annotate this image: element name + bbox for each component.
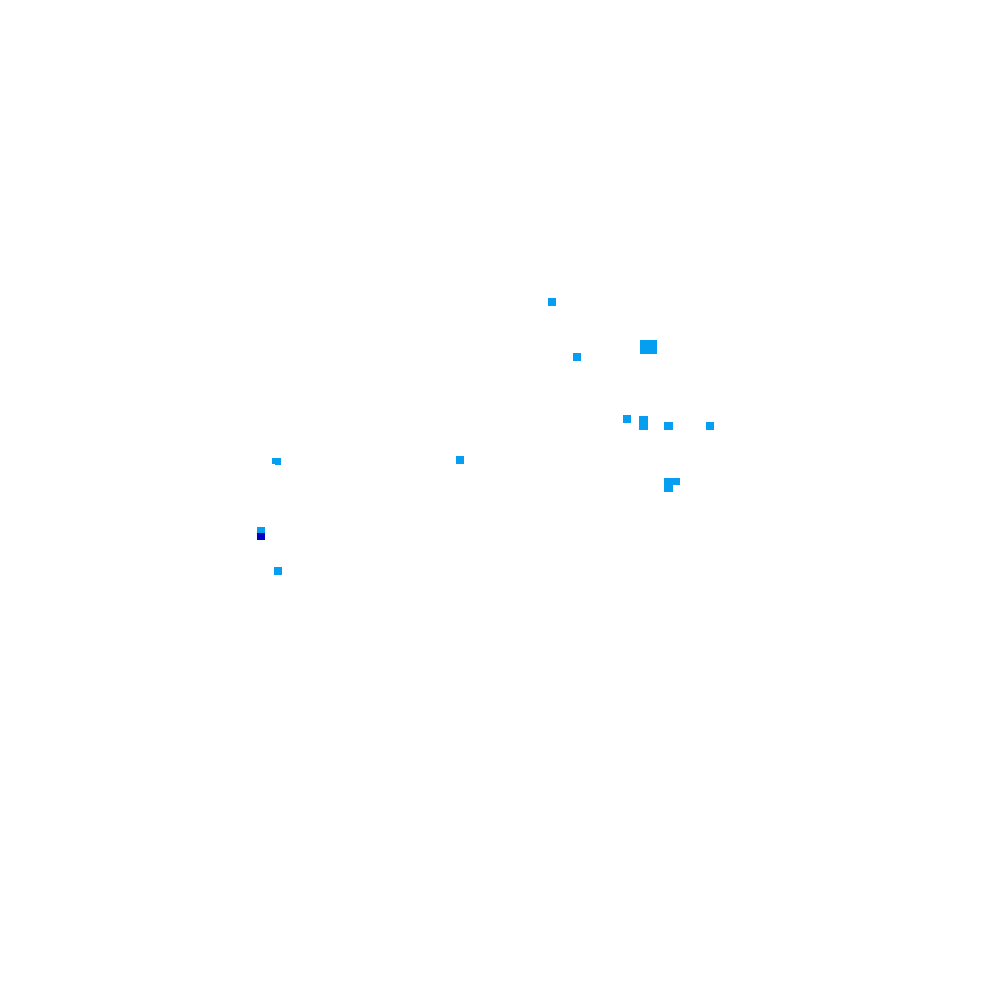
pixel-5 bbox=[639, 416, 648, 430]
pixel-4 bbox=[623, 415, 631, 423]
pixel-14-dark bbox=[257, 533, 265, 540]
pixel-1 bbox=[548, 298, 556, 306]
pixel-15 bbox=[274, 567, 282, 575]
pixel-7 bbox=[706, 422, 714, 430]
pixel-12 bbox=[664, 484, 673, 492]
pixel-3 bbox=[640, 340, 657, 354]
pixel-2 bbox=[573, 353, 581, 361]
pixel-13 bbox=[257, 527, 265, 534]
pixel-10 bbox=[275, 462, 281, 465]
pixel-9 bbox=[272, 458, 281, 464]
pixel-11 bbox=[664, 478, 680, 485]
pixel-8 bbox=[456, 456, 464, 464]
pixel-6 bbox=[664, 422, 673, 430]
